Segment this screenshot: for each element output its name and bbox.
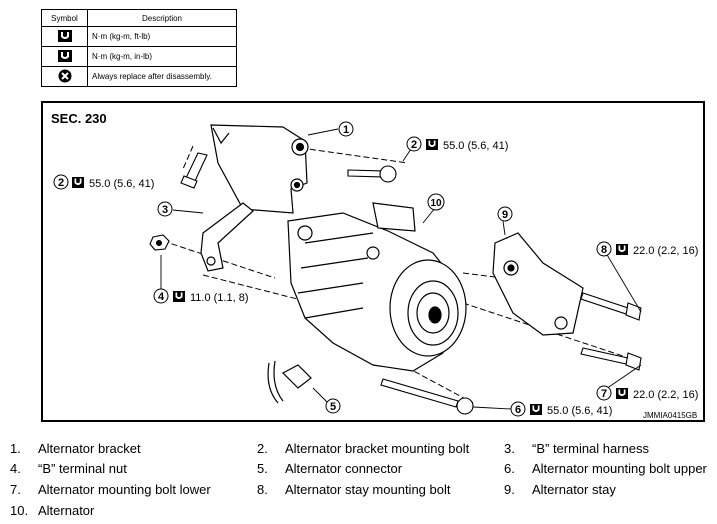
callout-10: 10 <box>427 193 445 211</box>
legend-row: N·m (kg-m, ft-lb) <box>41 26 237 47</box>
svg-text:7: 7 <box>601 388 607 400</box>
replace-icon <box>41 66 88 87</box>
svg-text:22.0 (2.2, 16): 22.0 (2.2, 16) <box>633 245 698 257</box>
callout-6: 6 <box>510 401 526 417</box>
callout-3: 3 <box>157 201 173 217</box>
legend-header-symbol: Symbol <box>41 9 88 27</box>
symbol-legend-table: Symbol Description N·m (kg-m, ft-lb) N·m… <box>41 9 237 87</box>
section-label: SEC. 230 <box>51 111 107 126</box>
torque-spec-8: 22.0 (2.2, 16) <box>616 244 698 257</box>
svg-text:55.0 (5.6, 41): 55.0 (5.6, 41) <box>89 178 154 190</box>
figure-code: JMMIA0415GB <box>643 411 697 420</box>
exploded-diagram: SEC. 230 <box>41 101 705 422</box>
alternator-illustration: SEC. 230 <box>51 111 698 420</box>
svg-text:5: 5 <box>330 401 336 413</box>
legend-row: Always replace after disassembly. <box>41 66 237 87</box>
svg-text:55.0 (5.6, 41): 55.0 (5.6, 41) <box>443 140 508 152</box>
legend-header-row: Symbol Description <box>41 9 237 27</box>
svg-text:4: 4 <box>158 291 165 303</box>
legend-description: N·m (kg-m, ft-lb) <box>87 26 237 47</box>
svg-text:6: 6 <box>515 404 521 416</box>
legend-description: Always replace after disassembly. <box>87 66 237 87</box>
torque-wrench-small-icon <box>41 46 88 67</box>
callout-7: 7 <box>596 385 612 401</box>
svg-text:8: 8 <box>601 244 607 256</box>
torque-wrench-icon <box>41 26 88 47</box>
callout-5: 5 <box>325 398 341 414</box>
svg-text:22.0 (2.2, 16): 22.0 (2.2, 16) <box>633 389 698 401</box>
svg-text:1: 1 <box>343 124 349 136</box>
callout-8: 8 <box>596 241 612 257</box>
callout-2-right: 2 <box>406 136 422 152</box>
legend-header-description: Description <box>87 9 237 27</box>
svg-text:11.0 (1.1, 8): 11.0 (1.1, 8) <box>190 292 249 304</box>
callout-9: 9 <box>497 206 513 222</box>
torque-spec-6: 55.0 (5.6, 41) <box>530 404 612 417</box>
callout-4: 4 <box>153 288 169 304</box>
svg-text:55.0 (5.6, 41): 55.0 (5.6, 41) <box>547 405 612 417</box>
legend-row: N·m (kg-m, in-lb) <box>41 46 237 67</box>
svg-text:10: 10 <box>430 198 442 209</box>
svg-text:3: 3 <box>162 204 168 216</box>
torque-spec-2-left: 55.0 (5.6, 41) <box>72 177 154 190</box>
callout-2-left: 2 <box>53 174 69 190</box>
legend-description: N·m (kg-m, in-lb) <box>87 46 237 67</box>
callout-1: 1 <box>338 121 354 137</box>
torque-spec-7: 22.0 (2.2, 16) <box>616 388 698 401</box>
svg-text:2: 2 <box>411 139 417 151</box>
svg-text:2: 2 <box>58 177 64 189</box>
svg-text:9: 9 <box>502 209 508 221</box>
torque-spec-4: 11.0 (1.1, 8) <box>173 291 249 304</box>
torque-spec-2-right: 55.0 (5.6, 41) <box>426 139 508 152</box>
